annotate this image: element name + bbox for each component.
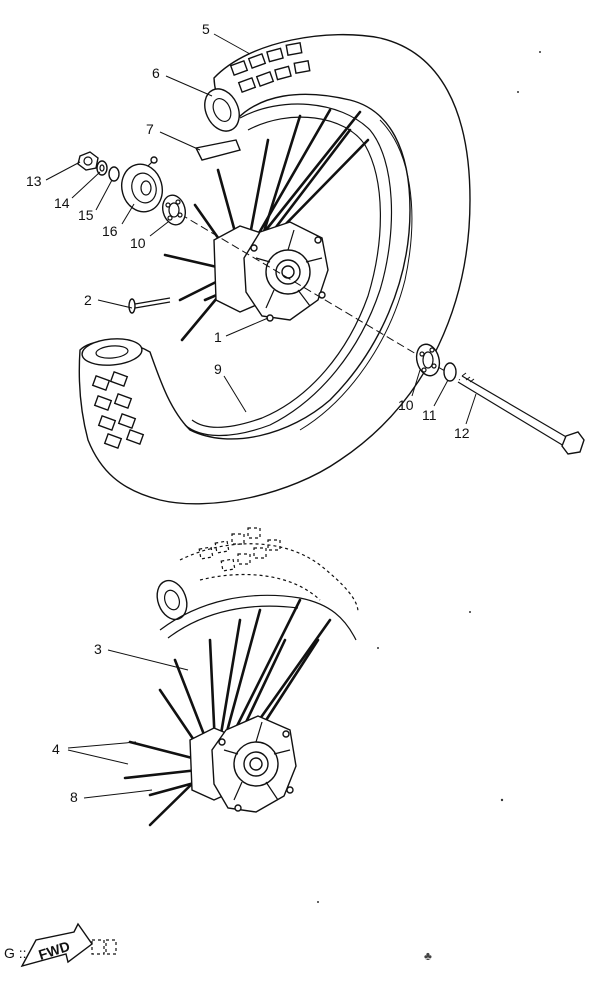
nut [77, 151, 99, 171]
rim-groove-1 [184, 103, 393, 437]
valve-nipple [128, 297, 171, 314]
washer [96, 160, 108, 176]
callout-13: 13 [26, 173, 42, 189]
hub-top [213, 221, 329, 322]
svg-text:♣: ♣ [424, 949, 432, 963]
callout-1: 1 [214, 329, 222, 345]
bearing-left [161, 194, 187, 226]
axle [457, 372, 585, 455]
callout-14: 14 [54, 195, 70, 211]
rim-groove-3 [299, 119, 413, 431]
detail-view [123, 527, 359, 827]
axle-centerline [169, 207, 461, 381]
callout-15: 15 [78, 207, 94, 223]
callout-2: 2 [84, 292, 92, 308]
detail-tread-dashed [198, 527, 281, 572]
meter-gear-unit [121, 163, 163, 213]
callout-8: 8 [70, 789, 78, 805]
rim-groove-2 [191, 116, 381, 428]
callout-10-left: 10 [130, 235, 146, 251]
leader-lines [45, 33, 477, 799]
callout-7: 7 [146, 121, 154, 137]
tread-top [229, 42, 311, 93]
tire-outer [78, 33, 471, 505]
callout-4: 4 [52, 741, 60, 757]
callout-labels: 5 6 7 13 14 15 16 10 2 1 9 10 11 12 3 4 … [26, 21, 470, 805]
left-parts [77, 151, 187, 226]
svg-text:G ::: G :: [4, 945, 27, 961]
tube-end-bottom [81, 338, 143, 366]
fwd-arrow-mark: FWD G :: [4, 922, 117, 968]
fwd-arrow-icon [20, 922, 93, 968]
detail-tube-end [156, 579, 188, 621]
callout-10-right: 10 [398, 397, 414, 413]
collar [108, 166, 120, 182]
callout-3: 3 [94, 641, 102, 657]
callout-9: 9 [214, 361, 222, 377]
spacer [443, 362, 457, 382]
scan-specks: ♣ [317, 51, 541, 963]
tread-bottom [91, 371, 145, 449]
rim-band [194, 139, 241, 161]
callout-5: 5 [202, 21, 210, 37]
callout-16: 16 [102, 223, 118, 239]
callout-11: 11 [422, 407, 437, 423]
callout-6: 6 [152, 65, 160, 81]
right-parts [415, 343, 585, 455]
callout-12: 12 [454, 425, 470, 441]
tire-rim-assembly [78, 33, 471, 505]
tube-end-top [204, 88, 240, 132]
